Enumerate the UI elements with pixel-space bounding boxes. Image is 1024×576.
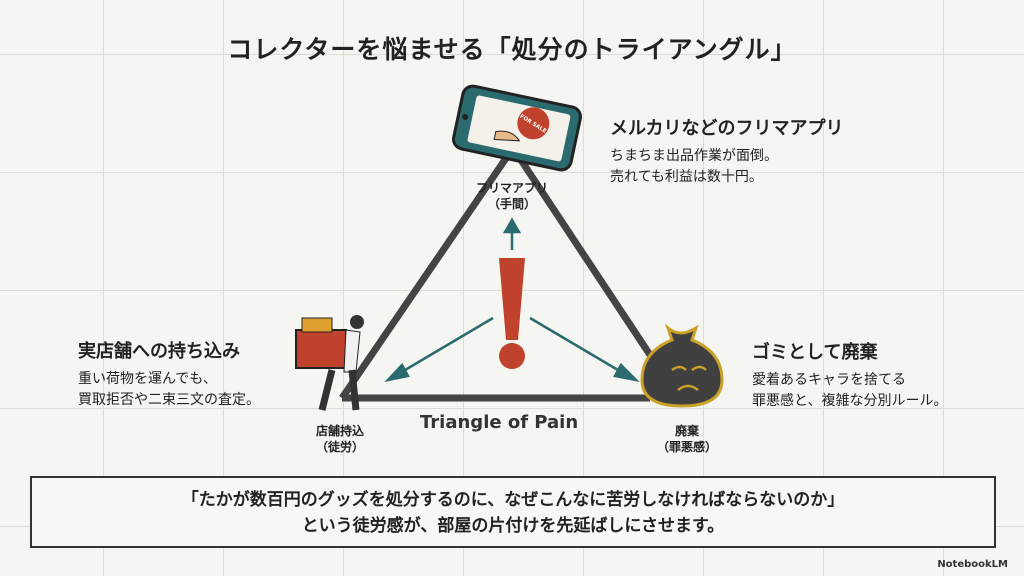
node-sublabel: （罪悪感） bbox=[656, 440, 717, 454]
triangle bbox=[339, 146, 663, 402]
callout-heading: メルカリなどのフリマアプリ bbox=[610, 118, 844, 139]
callout-line: ちまちま出品作業が面倒。 bbox=[610, 148, 778, 164]
person-carrying-box-icon bbox=[295, 315, 364, 411]
callout-line: 売れても利益は数十円。 bbox=[610, 169, 763, 185]
arrow-left-icon bbox=[384, 316, 494, 382]
node-label: フリマアプリ bbox=[475, 181, 548, 195]
callout-heading: 実店舗への持ち込み bbox=[78, 341, 240, 362]
node-sublabel: （手間） bbox=[487, 197, 536, 211]
callout-disposal: ゴミとして廃棄 愛着あるキャラを捨てる罪悪感と、複雑な分別ルール。 bbox=[752, 338, 947, 412]
callout-line: 買取拒否や二束三文の査定。 bbox=[78, 392, 260, 408]
node-flea-app: フリマアプリ （手間） bbox=[462, 180, 562, 212]
node-disposal: 廃棄 （罪悪感） bbox=[637, 423, 737, 455]
quote-line: という徒労感が、部屋の片付けを先延ばしにさせます。 bbox=[301, 516, 725, 536]
page-title: コレクターを悩ませる「処分のトライアングル」 bbox=[227, 35, 797, 64]
exclamation-icon bbox=[499, 258, 525, 369]
smartphone-icon: FOR SALE bbox=[452, 84, 582, 172]
node-sublabel: （徒労） bbox=[315, 440, 364, 454]
node-store: 店舗持込 （徒労） bbox=[290, 423, 390, 455]
callout-heading: ゴミとして廃棄 bbox=[752, 342, 878, 363]
quote-box: 「たかが数百円のグッズを処分するのに、なぜこんなに苦労しなければならないのか」 … bbox=[30, 476, 996, 548]
quote-line: 「たかが数百円のグッズを処分するのに、なぜこんなに苦労しなければならないのか」 bbox=[181, 490, 845, 510]
triangle-left-edge bbox=[339, 146, 516, 400]
arrow-right-icon bbox=[529, 316, 640, 382]
node-label: 廃棄 bbox=[674, 424, 699, 438]
for-sale-sign: FOR SALE bbox=[517, 107, 550, 140]
arrow-up-icon bbox=[502, 217, 522, 250]
node-label: 店舗持込 bbox=[315, 424, 364, 438]
callout-store: 実店舗への持ち込み 重い荷物を運んでも、買取拒否や二束三文の査定。 bbox=[78, 337, 260, 411]
triangle-right-edge bbox=[510, 146, 663, 372]
callout-flea-app: メルカリなどのフリマアプリ ちまちま出品作業が面倒。売れても利益は数十円。 bbox=[610, 114, 843, 188]
trash-bag-icon bbox=[640, 323, 724, 408]
brand-watermark: NotebookLM bbox=[937, 559, 1008, 570]
callout-line: 重い荷物を運んでも、 bbox=[78, 371, 217, 387]
triangle-caption: Triangle of Pain bbox=[420, 412, 579, 433]
callout-line: 罪悪感と、複雑な分別ルール。 bbox=[752, 393, 948, 409]
callout-line: 愛着あるキャラを捨てる bbox=[752, 372, 906, 388]
